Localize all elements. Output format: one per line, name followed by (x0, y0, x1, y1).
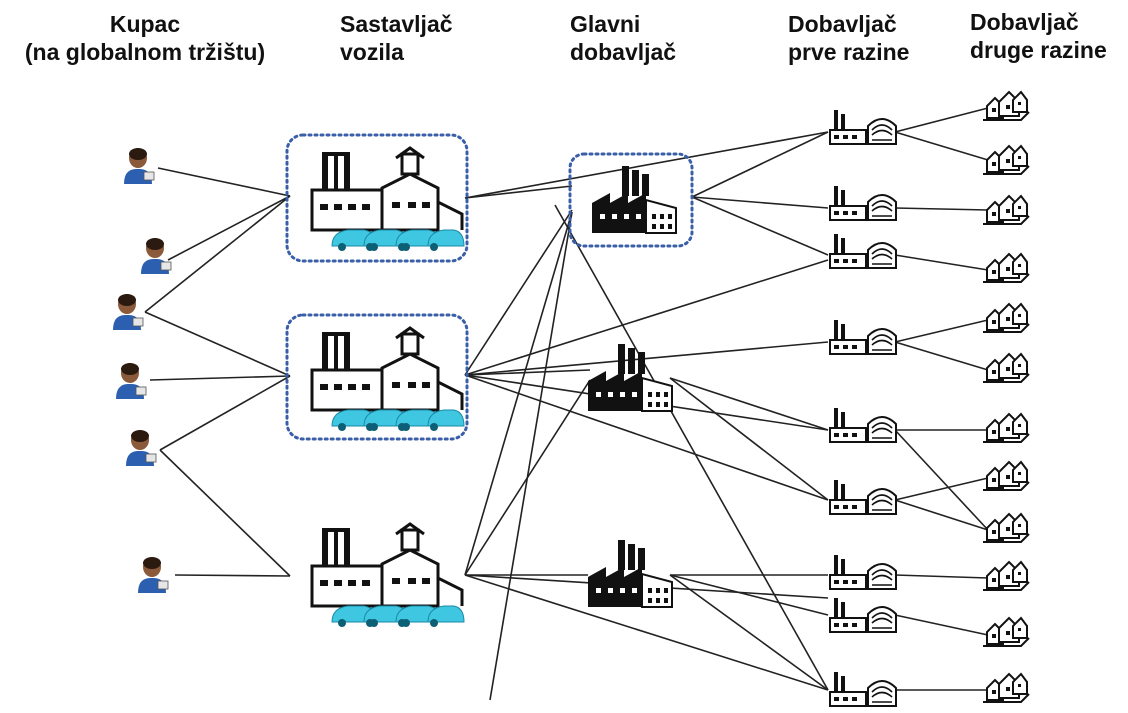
house-cluster-icon (982, 91, 1030, 121)
person-icon (112, 293, 144, 331)
person-icon (115, 362, 147, 400)
highlight-box-main-supplier-1 (568, 152, 694, 248)
house-cluster-icon (982, 413, 1030, 443)
house-cluster-icon (982, 145, 1030, 175)
header-assembler-line1: Sastavljač (340, 11, 453, 37)
header-tier2-line1: Dobavljač (970, 9, 1079, 35)
factory-icon (591, 165, 677, 234)
tier1-suppliers (829, 109, 897, 707)
person-icon (123, 147, 155, 185)
vehicle-assemblers (310, 146, 466, 629)
highlight-boxes (285, 133, 694, 441)
header-main-supplier-line2: dobavljač (570, 39, 677, 65)
header-tier1: Dobavljač prve razine (788, 10, 909, 66)
header-assembler-line2: vozila (340, 39, 404, 65)
plant-icon (829, 319, 897, 355)
house-cluster-icon (982, 253, 1030, 283)
car-factory-icon (310, 326, 466, 433)
plant-icon (829, 407, 897, 443)
house-cluster-icon (982, 303, 1030, 333)
plant-icon (829, 554, 897, 590)
factory-icon (587, 343, 673, 412)
car-factory-icon (310, 146, 466, 253)
connection-lines (144, 107, 989, 701)
house-cluster-icon (982, 673, 1030, 703)
header-customer-line2: (na globalnom tržištu) (24, 39, 266, 65)
header-customer: Kupac (na globalnom tržištu) (0, 10, 290, 66)
header-tier2: Dobavljač druge razine (970, 8, 1107, 64)
house-cluster-icon (982, 561, 1030, 591)
plant-icon (829, 185, 897, 221)
highlight-box-assembler-2 (285, 313, 469, 441)
plant-icon (829, 479, 897, 515)
plant-icon (829, 233, 897, 269)
house-cluster-icon (982, 353, 1030, 383)
plant-icon (829, 109, 897, 145)
house-cluster-icon (982, 617, 1030, 647)
person-icon (140, 237, 172, 275)
plant-icon (829, 671, 897, 707)
header-main-supplier: Glavni dobavljač (570, 10, 676, 66)
header-tier2-line2: druge razine (970, 37, 1107, 63)
header-tier1-line2: prve razine (788, 39, 910, 65)
customers (112, 147, 172, 594)
tier2-suppliers (982, 91, 1030, 703)
house-cluster-icon (982, 461, 1030, 491)
main-suppliers (587, 165, 677, 608)
car-factory-icon (310, 522, 466, 629)
header-tier1-line1: Dobavljač (788, 11, 897, 37)
header-customer-line1: Kupac (109, 11, 181, 37)
plant-icon (829, 597, 897, 633)
header-main-supplier-line1: Glavni (570, 11, 641, 37)
highlight-box-assembler-1 (285, 133, 469, 263)
header-assembler: Sastavljač vozila (340, 10, 453, 66)
house-cluster-icon (982, 195, 1030, 225)
house-cluster-icon (982, 513, 1030, 543)
person-icon (125, 429, 157, 467)
factory-icon (587, 539, 673, 608)
person-icon (137, 556, 169, 594)
